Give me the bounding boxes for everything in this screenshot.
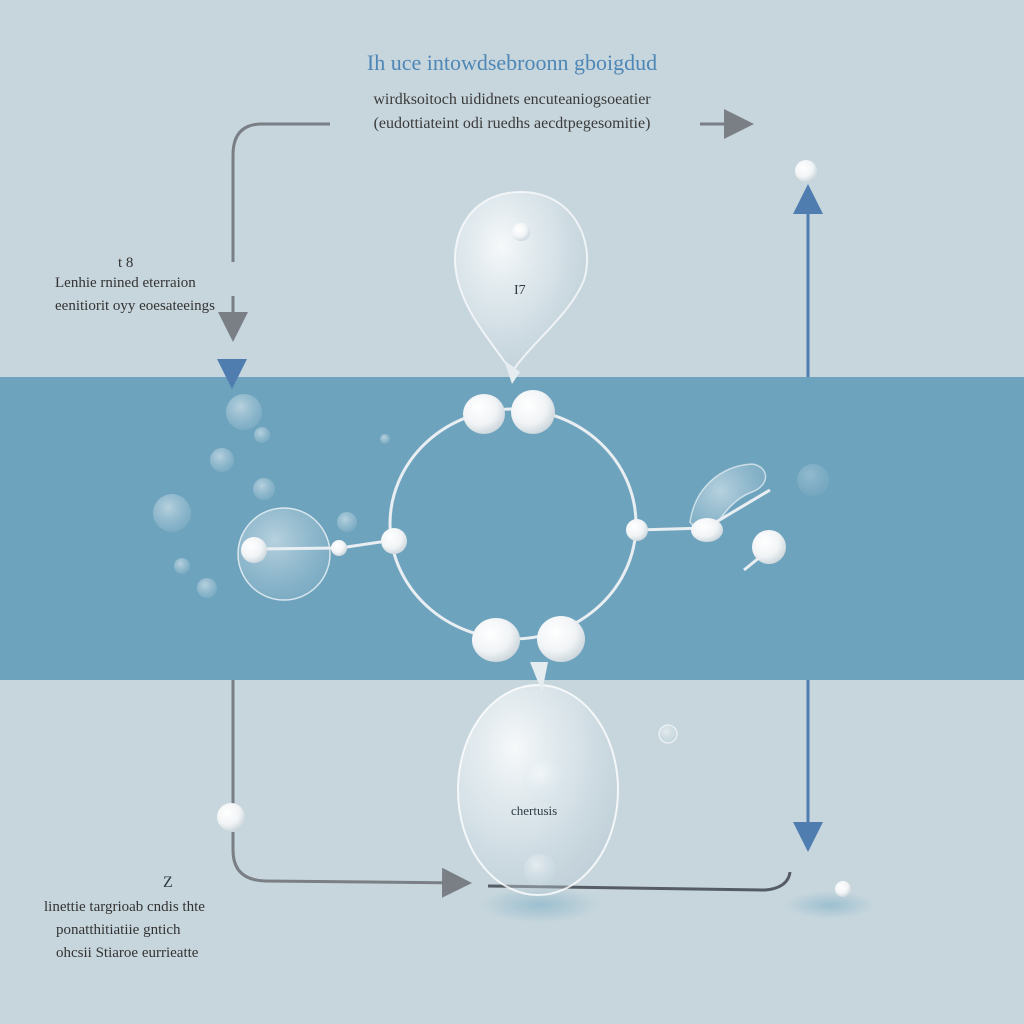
bottom-right-pearl <box>835 881 851 897</box>
top-drop-label: I7 <box>514 283 526 298</box>
bottom-pearl-left <box>472 618 520 662</box>
top-glass-drop <box>454 190 589 374</box>
top-left-label-line-1: Lenhie rnined eterraion <box>55 275 196 291</box>
right-top-pearl <box>795 160 817 182</box>
top-left-label-line-2: eenitiorit oyy eoesateeings <box>55 298 215 314</box>
background-bubbles <box>153 394 829 598</box>
right-droplet-tail <box>743 555 761 572</box>
right-far-pearl <box>752 530 786 564</box>
left-small-pearl <box>331 540 347 556</box>
top-pearl-left <box>463 394 505 434</box>
arrow-bottom-curve <box>231 832 472 898</box>
bottom-drop-neck <box>530 662 548 692</box>
bottom-left-label-line-1: linettie targrioab cndis thte <box>44 899 205 915</box>
right-outer-pearl <box>691 518 723 542</box>
bottom-left-pearl <box>217 803 245 831</box>
bottom-drop-inner-bubble <box>523 758 567 802</box>
subtitle-line-2: (eudottiateint odi ruedhs aecdtpegesomit… <box>373 115 651 132</box>
arrow-top-left <box>231 122 330 262</box>
bottom-right-shadow <box>785 891 875 919</box>
bottom-left-number: Z <box>163 874 173 891</box>
bottom-pearl-right <box>537 616 585 662</box>
top-left-number: t 8 <box>118 255 134 271</box>
left-outer-pearl <box>241 537 267 563</box>
top-drop-highlight <box>512 223 530 241</box>
top-drop-tip <box>504 360 520 384</box>
bottom-drop-inner-bubble-2 <box>524 854 556 886</box>
bottom-drop-label: chertusis <box>511 803 558 818</box>
right-ring-pearl <box>626 519 648 541</box>
left-glass-bubble <box>237 507 331 601</box>
top-pearl-right <box>511 390 555 434</box>
bottom-left-label-line-3: ohcsii Stiaroe eurrieatte <box>56 945 199 961</box>
diagram-title: Ih uce intowdsebroonn gboigdud <box>366 50 658 75</box>
arrow-bottom-right-curve <box>487 871 792 892</box>
bottom-drop-shadow <box>480 887 600 923</box>
left-ring-pearl <box>381 528 407 554</box>
floating-pearl <box>658 724 678 744</box>
bottom-left-label-line-2: ponatthitiatiie gntich <box>56 922 181 938</box>
subtitle-line-1: wirdksoitoch uididnets encuteaniogsoeati… <box>373 91 651 108</box>
